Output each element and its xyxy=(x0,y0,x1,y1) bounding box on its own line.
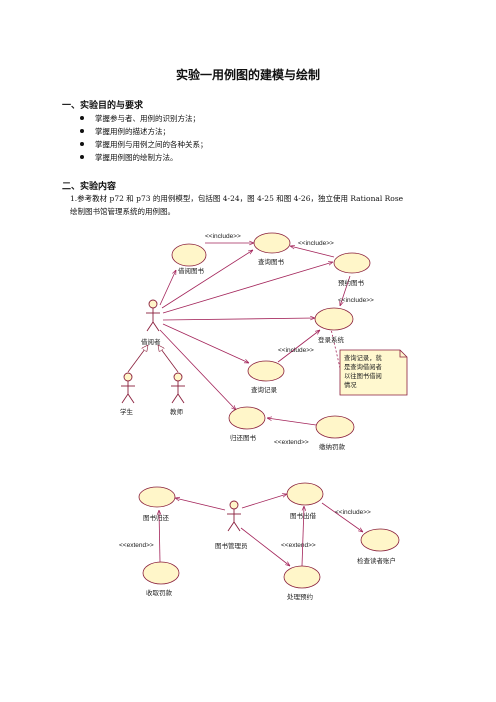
association-line xyxy=(240,527,290,566)
include-line xyxy=(321,502,363,532)
note-fold-icon xyxy=(399,350,407,358)
content-paragraph-line1: 1.参考教材 p72 和 p73 的用例模型，包括图 4-24，图 4-25 和… xyxy=(70,194,404,203)
actor-label: 教师 xyxy=(170,407,184,416)
actor-teacher-icon xyxy=(171,372,185,404)
usecase-check-account xyxy=(360,528,400,552)
note-anchor-line xyxy=(330,328,341,369)
association-line xyxy=(241,494,287,509)
page-title: 实验一用例图的建模与绘制 xyxy=(175,68,320,82)
note-line: 情况 xyxy=(344,380,357,389)
usecase-handle-reservation xyxy=(283,565,321,589)
stereotype-label: <<extend>> xyxy=(281,542,316,549)
usecase-label: 处理预约 xyxy=(287,592,313,601)
usecase-label: 借阅图书 xyxy=(178,266,205,275)
usecase-borrow-book xyxy=(171,243,207,267)
stereotype-label: <<include>> xyxy=(338,297,374,304)
section1-heading: 一、实验目的与要求 xyxy=(62,101,144,111)
bullet-icon xyxy=(80,142,84,146)
stereotype-label: <<include>> xyxy=(298,240,334,247)
association-line xyxy=(159,270,176,306)
note-line: 查询记录，就 xyxy=(344,353,382,362)
actor-label: 学生 xyxy=(120,407,134,416)
association-line xyxy=(161,250,253,309)
usecase-reserve-book xyxy=(333,252,371,274)
usecase-label: 检查读者账户 xyxy=(357,556,396,565)
actor-student-icon xyxy=(121,372,135,404)
bullet-icon xyxy=(80,155,84,159)
usecase-query-book xyxy=(253,232,291,254)
stereotype-label: <<include>> xyxy=(278,347,314,354)
note-line: 是查询借阅者 xyxy=(344,362,382,371)
extend-line xyxy=(301,506,304,567)
usecase-label: 查询图书 xyxy=(258,257,285,266)
usecase-book-return xyxy=(138,486,176,508)
generalization-line xyxy=(127,345,148,373)
association-line xyxy=(162,323,249,363)
association-line xyxy=(162,318,315,321)
note-box xyxy=(339,349,408,396)
usecase-login xyxy=(314,307,354,331)
actor-librarian-icon xyxy=(227,500,241,532)
bullet-icon xyxy=(80,129,84,133)
generalization-line xyxy=(158,345,179,373)
note-line: 以往图书借阅 xyxy=(344,371,382,380)
stereotype-label: <<extend>> xyxy=(274,439,309,446)
usecase-label: 图书出借 xyxy=(290,511,317,520)
usecase-label: 图书归还 xyxy=(143,513,170,522)
actor-borrower-icon xyxy=(146,299,160,332)
association-line xyxy=(175,498,226,511)
extend-line xyxy=(159,510,160,563)
usecase-label: 归还图书 xyxy=(230,433,257,442)
usecase-book-lend xyxy=(286,482,324,506)
extend-line xyxy=(267,418,317,426)
usecase-query-record xyxy=(247,360,285,382)
stereotype-label: <<include>> xyxy=(335,509,371,516)
content-paragraph-line2: 绘制图书馆管理系统的用例图。 xyxy=(70,207,175,216)
section2-heading: 二、实验内容 xyxy=(62,182,117,192)
include-line xyxy=(277,330,320,363)
stereotype-label: <<extend>> xyxy=(119,542,154,549)
usecase-label: 登录系统 xyxy=(318,335,345,344)
association-line xyxy=(159,329,236,410)
actor-label: 图书管理员 xyxy=(215,541,248,550)
include-line xyxy=(340,275,351,306)
bullet-icon xyxy=(80,116,84,120)
usecase-collect-fine xyxy=(142,561,180,585)
stereotype-label: <<include>> xyxy=(205,233,241,240)
usecase-return-book xyxy=(228,406,266,430)
include-line xyxy=(290,246,335,258)
actor-label: 借阅者 xyxy=(141,337,161,346)
usecase-label: 查询记录 xyxy=(251,385,278,394)
association-line xyxy=(162,262,333,314)
usecase-pay-fine xyxy=(315,415,355,439)
usecase-label: 收取罚款 xyxy=(146,588,173,597)
usecase-label: 预约图书 xyxy=(338,278,365,287)
usecase-label: 缴纳罚款 xyxy=(319,442,346,451)
